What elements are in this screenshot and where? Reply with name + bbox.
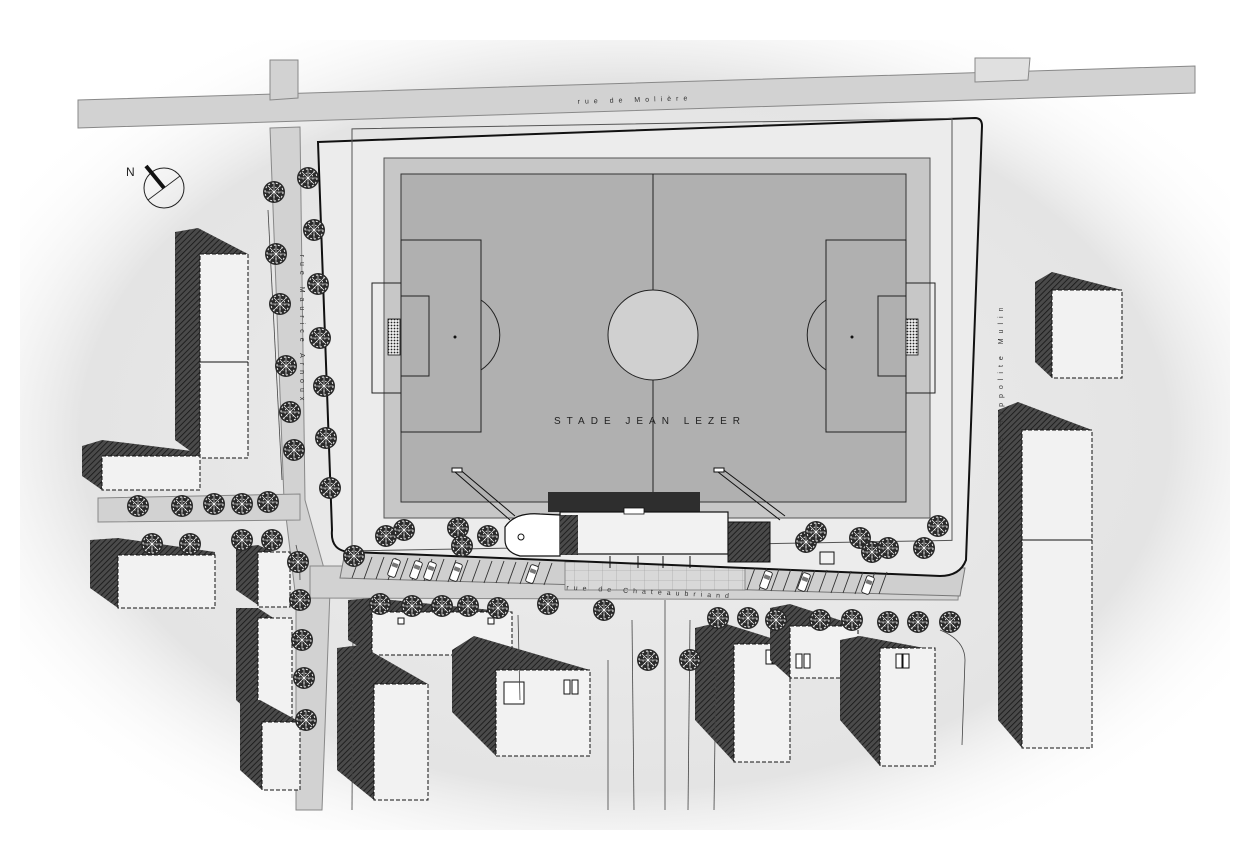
stadium-title: STADE JEAN LEZER: [554, 416, 746, 427]
street-label-east: rue Hyppolite Mulin: [998, 303, 1005, 458]
floodlights: [451, 467, 786, 521]
street-label-west: rue Maurice Arnoux: [298, 255, 305, 406]
north-label: N: [126, 165, 135, 179]
north-arrow-icon: N: [126, 164, 185, 209]
goal-net-west: [387, 318, 401, 356]
buildings: [82, 228, 1123, 801]
street-label-north: rue de Molière: [578, 95, 693, 105]
goal-net-east: [905, 318, 919, 356]
main-stand: [504, 492, 771, 568]
